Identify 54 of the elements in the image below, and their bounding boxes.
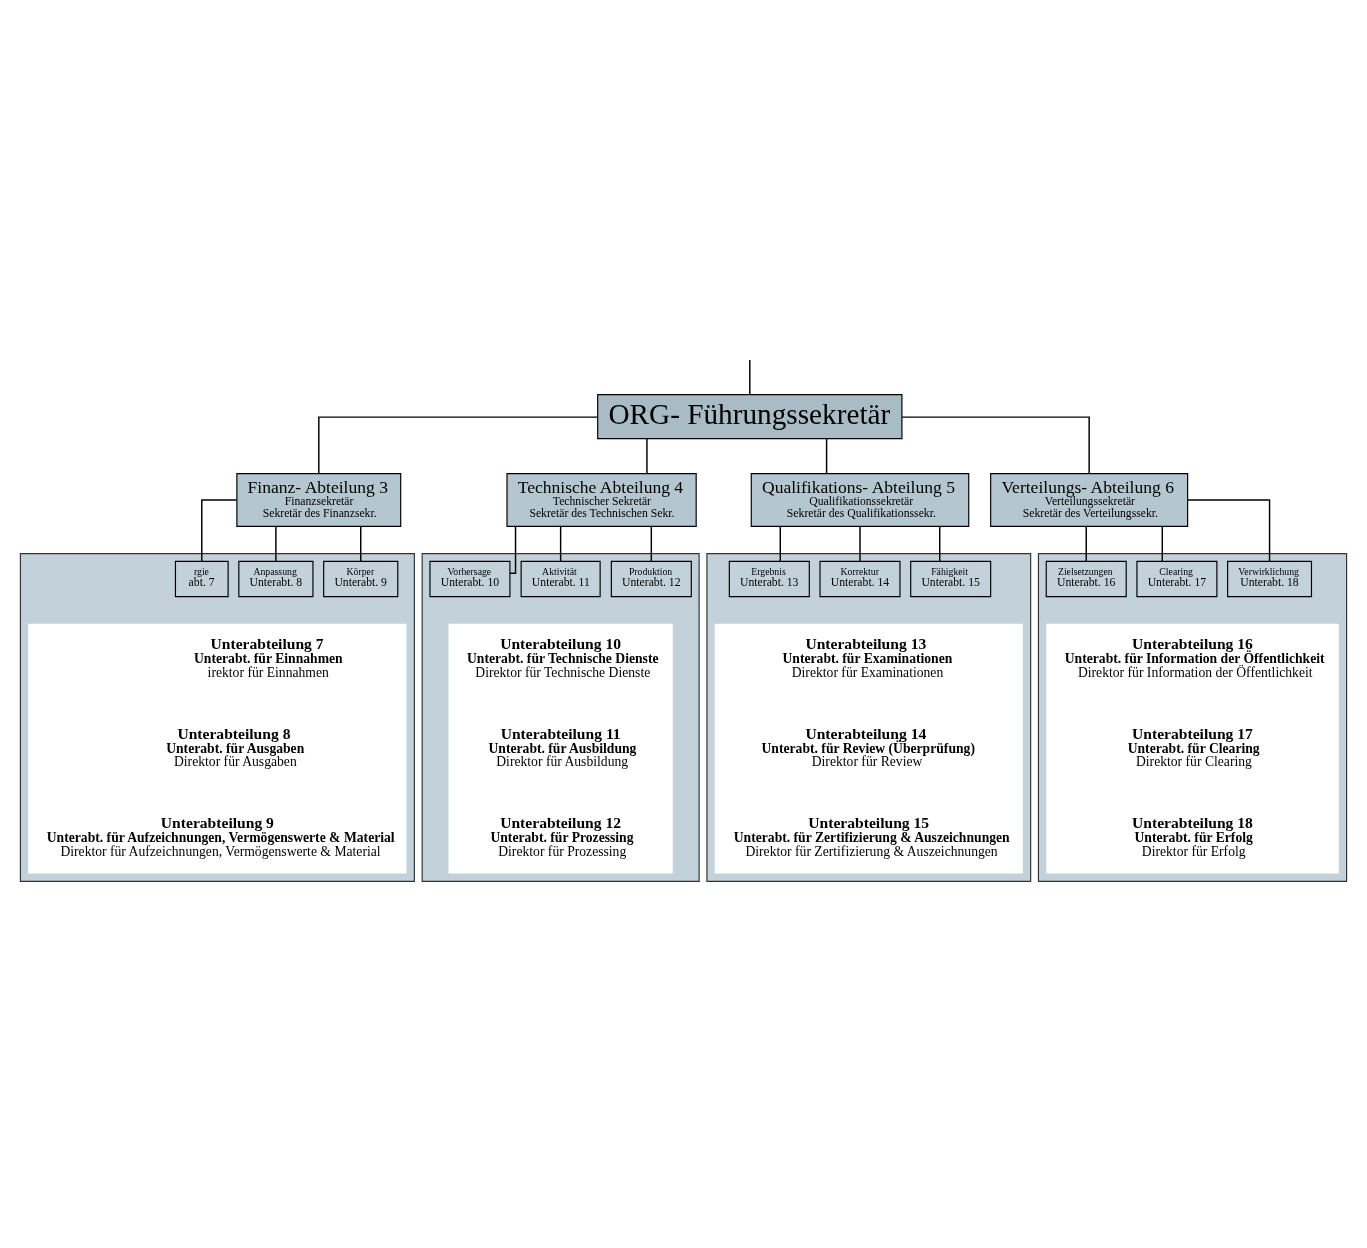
node-box: Korrektur Unterabt. 14 (819, 560, 901, 598)
node-text: Unterabteilung 12 Unterabt. für Prozessing Direktor für Prozessing (490, 814, 634, 860)
node-box: Technische Abteilung 4 Technischer Sekretär Sekretär des Technischen Sekr. (506, 473, 697, 527)
node-text: Unterabteilung 9 Unterabt. für Aufzeichnungen, Vermögenswerte & Material Direktor für Aufzeichnungen, Vermögenswerte & Material (46, 814, 395, 860)
connector (650, 526, 653, 562)
node-text: Unterabteilung 16 Unterabt. für Information der Öffentlichkeit Direktor für Information der Öffentlichkeit (1064, 635, 1325, 680)
node-box: Clearing Unterabt. 17 (1136, 560, 1218, 598)
cluster (421, 553, 700, 882)
connector (275, 526, 277, 562)
cluster (706, 553, 1032, 882)
node-text: Unterabteilung 8 Unterabt. für Ausgaben Direktor für Ausgaben (166, 724, 305, 770)
connector (1187, 499, 1271, 562)
node-text: Unterabteilung 11 Unterabt. für Ausbildung Direktor für Ausbildung (488, 724, 637, 770)
node-box: Fähigkeit Unterabt. 15 (910, 560, 992, 598)
cluster (448, 623, 673, 874)
node-box: rgie abt. 7 (174, 560, 229, 598)
cluster (1037, 553, 1348, 882)
connector (901, 416, 1090, 475)
node-text: Unterabteilung 10 Unterabt. für Technische Dienste Direktor für Technische Dienste (467, 635, 659, 680)
node-box: Ergebnis Unterabt. 13 (728, 560, 810, 598)
connector (318, 416, 599, 475)
node-box: Verteilungs- Abteilung 6 Verteilungssekretär Sekretär des Verteilungssekr. (990, 473, 1189, 527)
node-text: Unterabteilung 17 Unterabt. für Clearing Direktor für Clearing (1127, 724, 1260, 770)
node-box: Aktivität Unterabt. 11 (520, 560, 601, 598)
connector (646, 438, 648, 475)
node-text: Unterabteilung 18 Unterabt. für Erfolg Direktor für Erfolg (1132, 814, 1253, 860)
node-box: Qualifikations- Abteilung 5 Qualifikationssekretär Sekretär des Qualifikationssekr. (750, 473, 970, 527)
node-box: Vorhersage Unterabt. 10 (429, 560, 511, 598)
node-text: Unterabteilung 14 Unterabt. für Review (Überprüfung) Direktor für Review (761, 724, 975, 770)
connector (559, 526, 562, 562)
connector (749, 359, 751, 396)
connector (939, 526, 941, 562)
cluster (1046, 623, 1339, 874)
node-box: Verwirklichung Unterabt. 18 (1227, 560, 1313, 598)
node-box: Körper Unterabt. 9 (323, 560, 399, 598)
node-box: Anpassung Unterabt. 8 (238, 560, 314, 598)
node-box: Produktion Unterabt. 12 (610, 560, 692, 598)
connector (779, 526, 781, 562)
node-text: Unterabteilung 7 Unterabt. für Einnahmen irektor für Einnahmen (193, 635, 343, 680)
node-box: Finanz- Abteilung 3 Finanzsekretär Sekretär des Finanzsekr. (236, 473, 402, 527)
connector (509, 525, 517, 574)
connector (1161, 526, 1163, 562)
node-box: Zielsetzungen Unterabt. 16 (1045, 560, 1127, 598)
connector (859, 526, 861, 562)
node-text: Unterabteilung 15 Unterabt. für Zertifizierung & Auszeichnungen Direktor für Zertifizierung & Auszeichnungen (733, 814, 1010, 860)
connector (825, 438, 828, 475)
node-box: ORG- Führungssekretär (597, 394, 903, 440)
node-text: Unterabteilung 13 Unterabt. für Examinationen Direktor für Examinationen (782, 635, 953, 680)
cluster (19, 553, 415, 882)
cluster (714, 623, 1023, 874)
cluster (28, 623, 407, 874)
connector (360, 526, 362, 562)
connector (1085, 526, 1087, 562)
connector (201, 499, 238, 562)
